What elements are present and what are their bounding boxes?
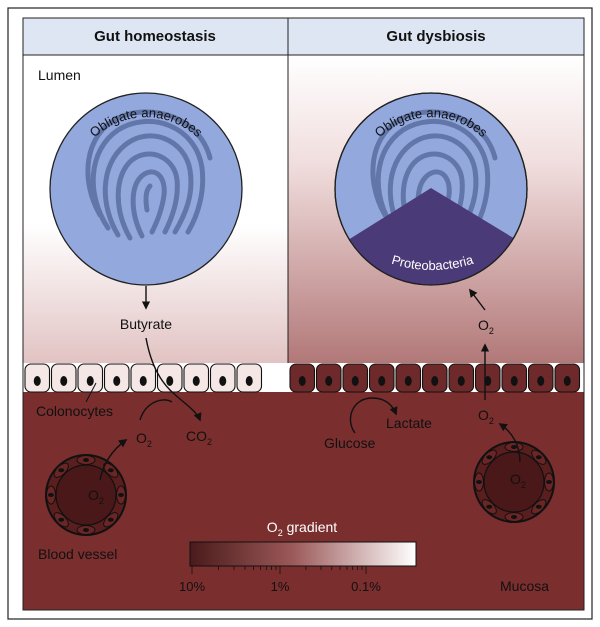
o2-to-proteobacteria-arrow <box>468 288 486 311</box>
cell-nucleus <box>298 376 306 386</box>
cell-nucleus <box>484 376 492 386</box>
o2-gradient-ticks <box>191 566 367 574</box>
o2-label-left-vessel: O2 <box>88 487 104 506</box>
colonocytes-pointer <box>85 382 97 403</box>
endothelial-nucleus <box>118 493 124 497</box>
lactate-label: Lactate <box>386 415 432 431</box>
cell-nucleus <box>510 376 518 386</box>
proteobacteria-label: Proteobacteria <box>390 252 476 273</box>
cell-nucleus <box>113 376 121 386</box>
co2-label-left: CO2 <box>186 428 212 447</box>
cell-nucleus <box>325 376 333 386</box>
endothelial-nucleus <box>107 517 114 522</box>
endothelial-nucleus <box>83 458 89 462</box>
butyrate-to-co2-arrow <box>145 337 202 422</box>
lumen-label: Lumen <box>38 67 81 83</box>
blood-vessel-right <box>473 441 555 523</box>
endothelial-nucleus <box>48 493 54 497</box>
o2-label-right-vessel: O2 <box>510 471 526 490</box>
blood-vessel-left <box>45 454 127 536</box>
obligate-anaerobes-circle-left: Obligate anaerobes <box>49 92 243 286</box>
panel-title-left: Gut homeostasis <box>94 28 216 45</box>
cell-nucleus <box>537 376 545 386</box>
cell-nucleus <box>457 376 465 386</box>
cell-nucleus <box>378 376 386 386</box>
o2-consumption-curve <box>139 399 173 421</box>
inner-frame <box>22 54 585 611</box>
endothelial-nucleus <box>58 517 65 522</box>
endothelial-nucleus <box>476 480 482 484</box>
cell-nucleus <box>219 376 227 386</box>
cell-nucleus <box>563 376 571 386</box>
o2-label-right-top: O2 <box>478 317 494 336</box>
cell-nucleus <box>245 376 253 386</box>
endothelial-nucleus <box>535 455 542 460</box>
fingerprint-icon <box>85 109 213 241</box>
panel-title-right: Gut dysbiosis <box>386 28 485 45</box>
o2-label-left-upper: O2 <box>136 430 152 449</box>
glucose-to-lactate-arrow <box>349 397 398 434</box>
glucose-label: Glucose <box>324 435 376 451</box>
endothelial-nucleus <box>83 528 89 532</box>
vessel-o2-arrow-left <box>99 439 128 481</box>
cell-nucleus <box>431 376 439 386</box>
colonocyte-row-left <box>24 363 263 393</box>
blood-vessel-label: Blood vessel <box>38 546 117 562</box>
vessel-o2-arrow-right <box>498 423 521 463</box>
cell-nucleus <box>404 376 412 386</box>
endothelial-nucleus <box>486 455 493 460</box>
header-right <box>287 17 585 56</box>
cell-nucleus <box>60 376 68 386</box>
tick-label-1pct: 1% <box>271 579 290 594</box>
tick-label-10pct: 10% <box>179 579 205 594</box>
endothelial-nucleus <box>535 504 542 509</box>
endothelial-nucleus <box>107 468 114 473</box>
endothelial-nucleus <box>511 445 517 449</box>
o2-gradient-title: O2 gradient <box>267 519 337 538</box>
cell-nucleus <box>33 376 41 386</box>
colonocyte-row-right <box>289 363 581 393</box>
o2-label-right-mid: O2 <box>478 407 494 426</box>
cell-nucleus <box>192 376 200 386</box>
butyrate-label: Butyrate <box>120 316 172 332</box>
cell-nucleus <box>351 376 359 386</box>
endothelial-nucleus <box>58 468 65 473</box>
cell-nucleus <box>139 376 147 386</box>
endothelial-nucleus <box>511 515 517 519</box>
cell-nucleus <box>86 376 94 386</box>
mucosa-label: Mucosa <box>500 578 549 594</box>
endothelial-nucleus <box>486 504 493 509</box>
obligate-anaerobes-circle-right: Obligate anaerobes Proteobacteria <box>334 92 528 286</box>
tick-label-01pct: 0.1% <box>351 579 381 594</box>
colonocytes-label: Colonocytes <box>36 403 113 419</box>
o2-gradient-bar <box>189 541 417 567</box>
endothelial-nucleus <box>546 480 552 484</box>
proteobacteria-region <box>340 188 525 285</box>
cell-nucleus <box>166 376 174 386</box>
